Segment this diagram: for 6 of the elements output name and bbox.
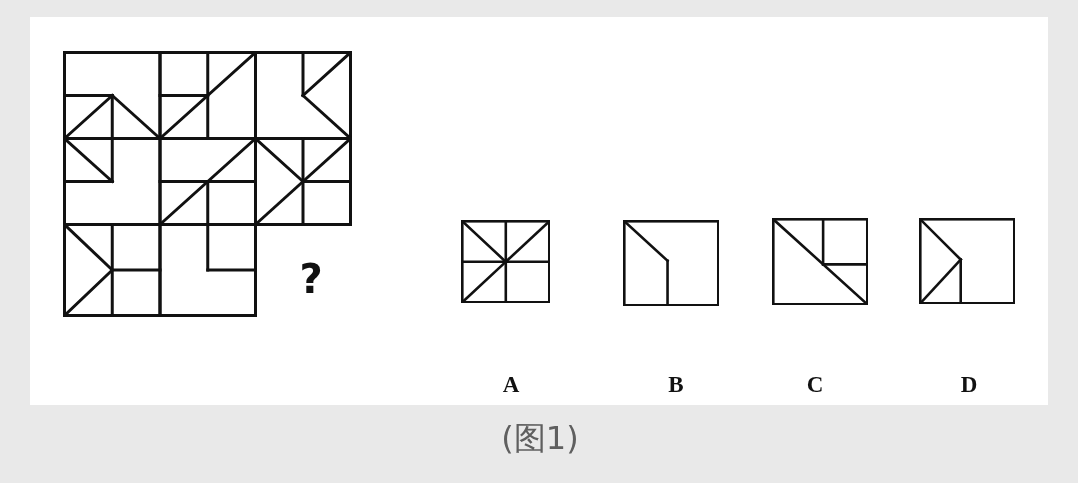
option-letter: A xyxy=(502,372,520,396)
caption: (图1) xyxy=(501,422,579,454)
option-letter: B xyxy=(668,372,684,396)
question-mark: ? xyxy=(299,259,323,299)
option-letter: D xyxy=(960,372,978,396)
option-letter: C xyxy=(806,372,824,396)
